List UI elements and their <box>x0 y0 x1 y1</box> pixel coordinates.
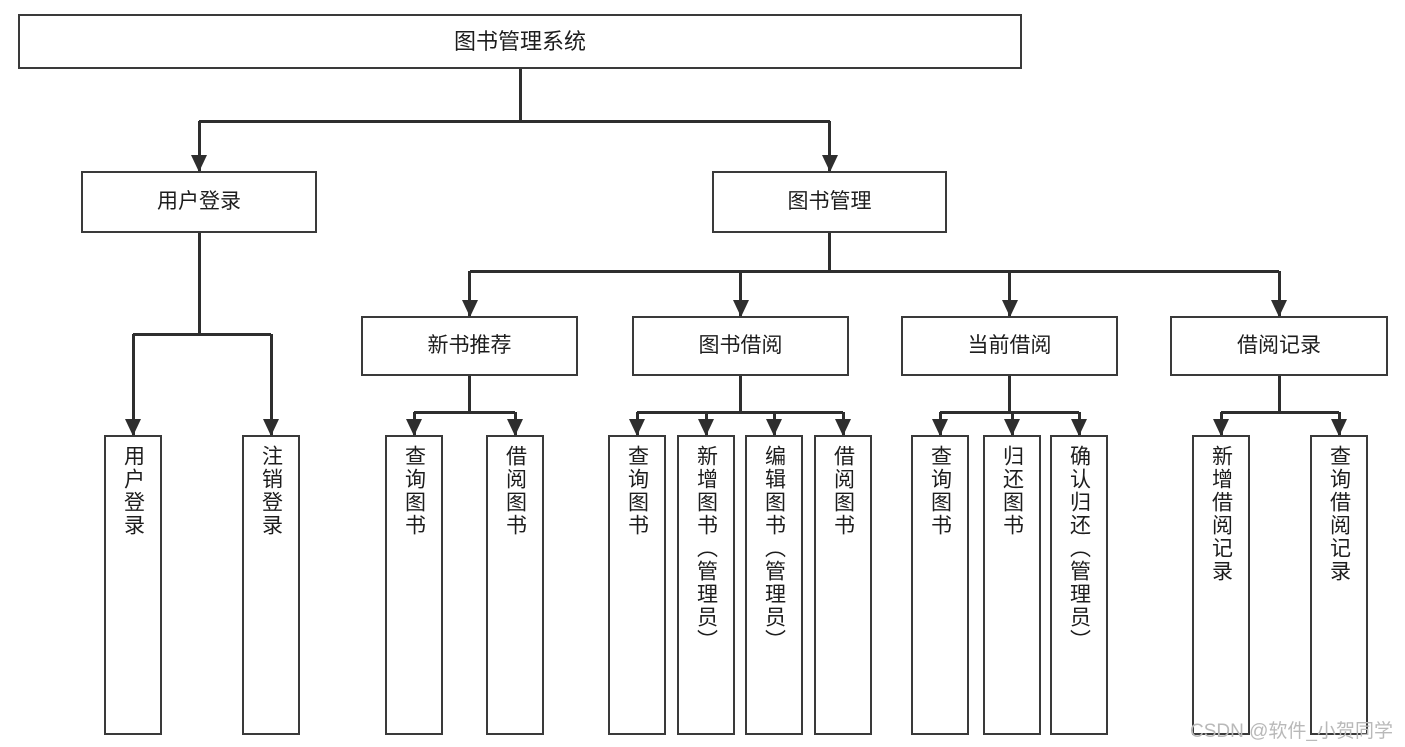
connector-line <box>197 233 201 334</box>
connector-arrowhead <box>191 155 207 172</box>
node-label: 编辑图书（管理员） <box>762 445 786 652</box>
node-label: 新书推荐 <box>427 333 512 357</box>
connector-line <box>468 376 471 412</box>
connector-line <box>1277 271 1281 316</box>
node-leaf-confirm-return[interactable]: 确认归还（管理员） <box>1050 435 1108 735</box>
node-leaf-query-book-3[interactable]: 查询图书 <box>911 435 969 735</box>
node-label: 归还图书 <box>1000 445 1024 537</box>
connector-line <box>637 410 843 414</box>
node-current-borrow[interactable]: 当前借阅 <box>901 316 1118 376</box>
node-label: 图书借阅 <box>698 333 783 357</box>
node-new-book-recommend[interactable]: 新书推荐 <box>361 316 578 376</box>
connector-arrowhead <box>461 300 478 317</box>
node-label: 查询图书 <box>625 445 649 537</box>
connector-line <box>414 410 515 414</box>
connector-line <box>1008 376 1011 412</box>
node-label: 确认归还（管理员） <box>1067 445 1091 652</box>
node-label: 借阅图书 <box>831 445 855 537</box>
connector-line <box>131 334 135 435</box>
node-label: 借阅记录 <box>1237 333 1321 357</box>
node-label: 注销登录 <box>259 445 283 537</box>
connector-arrowhead <box>1331 419 1347 436</box>
connector-arrowhead <box>263 419 279 436</box>
connector-arrowhead <box>1071 419 1087 436</box>
node-label: 图书管理系统 <box>453 28 586 54</box>
connector-arrowhead <box>835 419 851 436</box>
connector-arrowhead <box>1004 419 1020 436</box>
connector-line <box>133 332 271 336</box>
connector-line <box>1277 376 1281 412</box>
node-leaf-query-book-1[interactable]: 查询图书 <box>385 435 443 735</box>
connector-arrowhead <box>698 419 714 436</box>
connector-line <box>468 271 471 316</box>
node-label: 查询图书 <box>928 445 952 537</box>
connector-arrowhead <box>1001 300 1018 317</box>
connector-arrowhead <box>125 419 141 436</box>
node-label: 当前借阅 <box>967 333 1052 357</box>
connector-arrowhead <box>1271 300 1287 317</box>
node-user-login[interactable]: 用户登录 <box>81 171 317 233</box>
node-leaf-return-book[interactable]: 归还图书 <box>983 435 1041 735</box>
node-leaf-edit-book-admin[interactable]: 编辑图书（管理员） <box>745 435 803 735</box>
connector-arrowhead <box>507 419 523 436</box>
connector-arrowhead <box>766 419 782 436</box>
connector-line <box>469 269 1279 273</box>
connector-line <box>940 410 1079 414</box>
node-book-borrow[interactable]: 图书借阅 <box>632 316 849 376</box>
node-label: 借阅图书 <box>503 445 527 537</box>
node-label: 新增借阅记录 <box>1209 445 1233 583</box>
connector-arrowhead <box>821 155 838 172</box>
node-label: 查询图书 <box>402 445 426 537</box>
node-leaf-user-login[interactable]: 用户登录 <box>104 435 162 735</box>
node-leaf-query-record[interactable]: 查询借阅记录 <box>1310 435 1368 735</box>
node-label: 用户登录 <box>157 189 241 213</box>
connector-line <box>828 233 831 271</box>
connector-arrowhead <box>629 419 645 436</box>
node-label: 查询借阅记录 <box>1327 445 1351 583</box>
connector-line <box>1008 271 1011 316</box>
connector-line <box>1221 410 1339 414</box>
node-root-system[interactable]: 图书管理系统 <box>18 14 1022 69</box>
connector-arrowhead <box>406 419 422 436</box>
connector-line <box>197 121 201 171</box>
connector-arrowhead <box>932 419 948 436</box>
connector-line <box>828 121 831 171</box>
connector-line <box>199 119 830 123</box>
connector-line <box>269 334 273 435</box>
node-leaf-add-book-admin[interactable]: 新增图书（管理员） <box>677 435 735 735</box>
node-label: 用户登录 <box>121 445 145 537</box>
node-leaf-borrow-book-2[interactable]: 借阅图书 <box>814 435 872 735</box>
connector-arrowhead <box>1213 419 1229 436</box>
node-leaf-query-book-2[interactable]: 查询图书 <box>608 435 666 735</box>
node-book-manage[interactable]: 图书管理 <box>712 171 947 233</box>
node-label: 新增图书（管理员） <box>694 445 718 652</box>
node-borrow-record[interactable]: 借阅记录 <box>1170 316 1388 376</box>
node-label: 图书管理 <box>787 189 872 213</box>
connector-arrowhead <box>732 300 749 317</box>
connector-line <box>739 271 742 316</box>
node-leaf-add-record[interactable]: 新增借阅记录 <box>1192 435 1250 735</box>
node-leaf-logout-login[interactable]: 注销登录 <box>242 435 300 735</box>
connector-line <box>739 376 742 412</box>
node-leaf-borrow-book-1[interactable]: 借阅图书 <box>486 435 544 735</box>
connector-line <box>518 69 522 121</box>
